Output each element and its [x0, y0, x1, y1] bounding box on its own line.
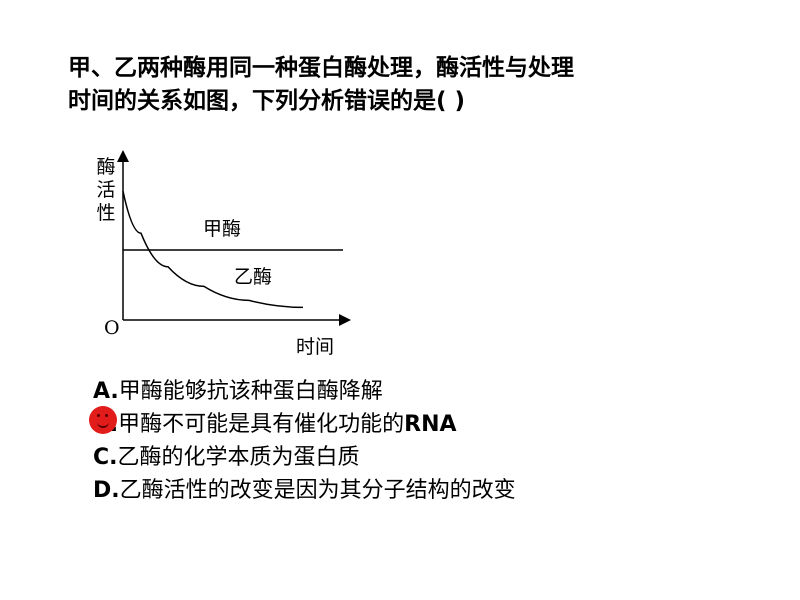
smiley-face-icon [89, 406, 117, 434]
origin-label: O [104, 317, 120, 339]
y-axis-label-char: 活 [96, 179, 116, 201]
question-line-1: 甲、乙两种酶用同一种蛋白酶处理，酶活性与处理 [68, 55, 574, 81]
option-text: 甲酶能够抗该种蛋白酶降解 [118, 379, 383, 404]
chart-svg [117, 150, 351, 326]
option-text: 乙酶活性的改变是因为其分子结构的改变 [119, 478, 516, 503]
option-letter: C. [93, 445, 118, 470]
option-d[interactable]: D.乙酶活性的改变是因为其分子结构的改变 [93, 474, 516, 507]
series-line-yi [122, 191, 304, 309]
series-label-yi: 乙酶 [234, 266, 273, 288]
y-axis-label-char: 酶 [96, 156, 116, 178]
y-axis-label: 酶 活 性 [95, 156, 117, 225]
x-axis-label: 时间 [296, 336, 335, 358]
option-a[interactable]: A.甲酶能够抗该种蛋白酶降解 [93, 375, 516, 408]
option-c[interactable]: C.乙酶的化学本质为蛋白质 [93, 441, 516, 474]
option-letter: D. [93, 478, 120, 503]
enzyme-activity-chart [90, 150, 360, 365]
option-text: 乙酶的化学本质为蛋白质 [117, 445, 360, 470]
option-letter: A. [93, 379, 119, 404]
option-text-latin: RNA [404, 412, 457, 437]
option-text: 甲酶不可能是具有催化功能的 [118, 412, 405, 437]
option-b[interactable]: B.甲酶不可能是具有催化功能的RNA [93, 408, 516, 441]
smiley-mouth [97, 419, 109, 428]
answer-options: A.甲酶能够抗该种蛋白酶降解 B.甲酶不可能是具有催化功能的RNA C.乙酶的化… [93, 375, 516, 507]
smiley-eye [105, 414, 108, 417]
smiley-eye [97, 414, 100, 417]
series-label-jia: 甲酶 [203, 218, 242, 240]
question-line-2: 时间的关系如图，下列分析错误的是( ) [68, 88, 466, 114]
question-stem: 甲、乙两种酶用同一种蛋白酶处理，酶活性与处理 时间的关系如图，下列分析错误的是(… [68, 52, 748, 118]
y-axis-label-char: 性 [96, 202, 116, 224]
